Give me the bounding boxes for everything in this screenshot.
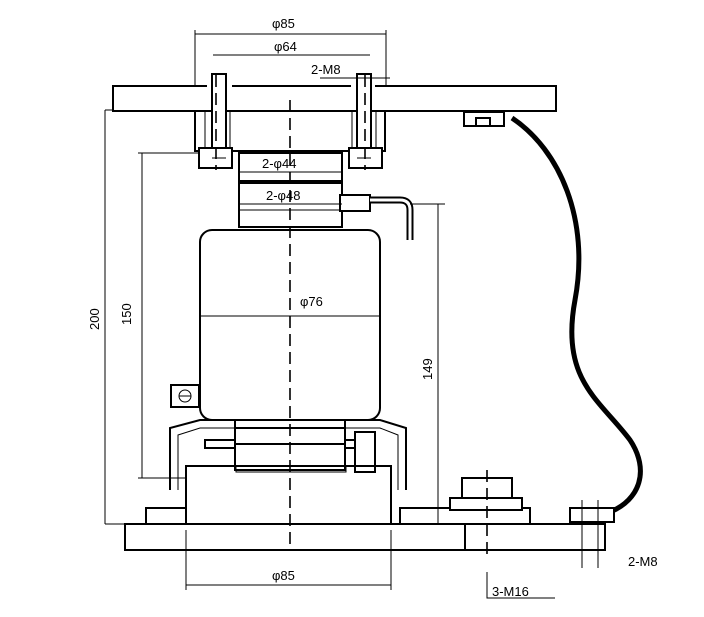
dim-pin-upper: 2-φ44 [239,156,342,173]
bottom-bracket [169,419,407,490]
dim-top-bolt-circle: φ64 [213,39,370,56]
dim-total-height: 200 [87,109,125,525]
dim-label: 2-φ48 [266,188,300,203]
dim-base: φ85 [185,530,392,590]
dim-top-bolts: 2-M8 [311,62,390,79]
dim-label: φ64 [274,39,297,54]
dim-label: φ85 [272,16,295,31]
cable-clamp-bottom [569,500,615,568]
cable-clamp-top [463,111,505,127]
dim-base-bolts: 3-M16 [486,572,555,599]
dim-label: 200 [87,308,102,330]
ground-terminal-icon [170,384,200,408]
anchor-bolt [449,470,523,560]
dim-label: 150 [119,303,134,325]
dim-upper-height: 150 [119,152,199,479]
dim-body: φ76 [200,294,380,317]
dim-label: φ76 [300,294,323,309]
dim-label: 3-M16 [492,584,529,599]
cable [510,115,643,515]
dim-cable-height: 149 [406,203,445,525]
dim-label: 2-M8 [628,554,658,569]
dim-label: φ85 [272,568,295,583]
cable-connector [339,194,414,240]
floor [124,507,606,551]
base-block [185,465,392,525]
dim-clamp-bolts: 2-M8 [628,554,658,569]
dim-label: 2-φ44 [262,156,296,171]
dim-label: 149 [420,358,435,380]
top-plate [112,84,557,112]
dim-pin-lower: 2-φ48 [239,188,342,205]
dim-top-outer: φ85 [194,16,387,86]
dim-label: 2-M8 [311,62,341,77]
